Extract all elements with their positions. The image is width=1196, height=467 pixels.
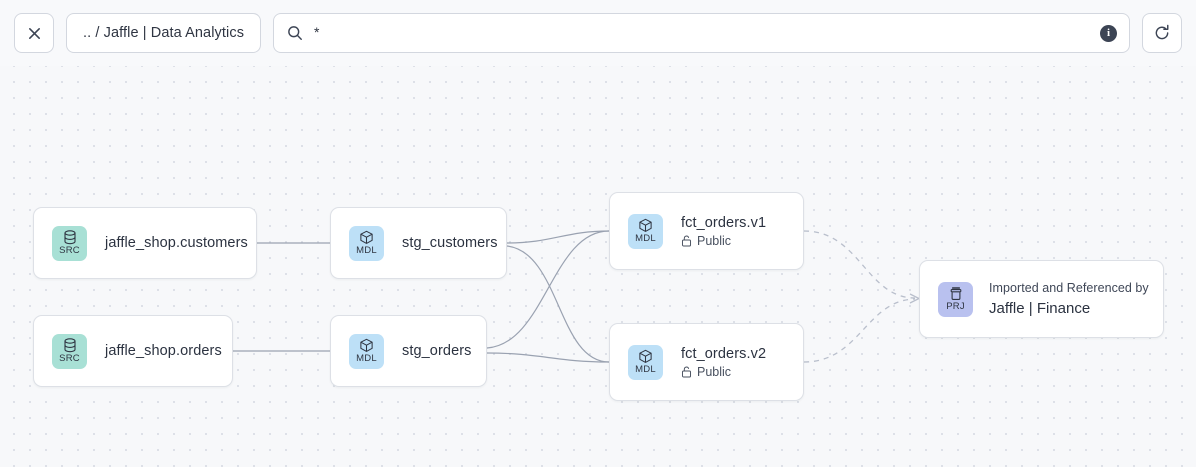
graph-node-stg-orders[interactable]: MDL stg_orders — [330, 315, 487, 387]
badge-kind-label: MDL — [635, 233, 656, 244]
refresh-icon — [1153, 24, 1171, 42]
model-badge: MDL — [628, 213, 663, 249]
breadcrumb: .. / Jaffle | Data Analytics — [83, 25, 245, 41]
search-field[interactable]: * i — [273, 13, 1130, 53]
node-body: fct_orders.v2 Public — [681, 346, 766, 379]
node-relation-label: Imported and Referenced by — [989, 281, 1149, 295]
node-body: stg_orders — [402, 343, 472, 359]
close-button[interactable] — [14, 13, 54, 53]
breadcrumb-button[interactable]: .. / Jaffle | Data Analytics — [66, 13, 262, 53]
unlock-icon — [681, 365, 692, 378]
info-icon[interactable]: i — [1100, 24, 1117, 42]
source-badge: SRC — [52, 333, 87, 369]
graph-node-jaffle-finance[interactable]: PRJ Imported and Referenced by Jaffle | … — [919, 260, 1164, 338]
badge-kind-label: MDL — [356, 353, 377, 364]
project-icon — [949, 286, 963, 301]
node-title: stg_orders — [402, 343, 472, 359]
node-body: jaffle_shop.orders — [105, 343, 222, 359]
node-visibility: Public — [681, 234, 766, 248]
cube-icon — [359, 230, 374, 245]
model-badge: MDL — [349, 333, 384, 369]
node-title: Jaffle | Finance — [989, 300, 1091, 317]
node-body: jaffle_shop.customers — [105, 235, 248, 251]
project-badge: PRJ — [938, 281, 973, 317]
node-body: fct_orders.v1 Public — [681, 215, 766, 248]
cube-icon — [638, 349, 653, 364]
edge-fct_orders_v2-jaffle_finance — [803, 298, 916, 363]
refresh-button[interactable] — [1142, 13, 1182, 53]
badge-kind-label: MDL — [635, 364, 656, 375]
node-body: stg_customers — [402, 235, 498, 251]
graph-node-jaffle-shop-orders[interactable]: SRC jaffle_shop.orders — [33, 315, 233, 387]
graph-node-jaffle-shop-customers[interactable]: SRC jaffle_shop.customers — [33, 207, 257, 279]
database-icon — [63, 338, 77, 353]
cube-icon — [359, 338, 374, 353]
badge-kind-label: PRJ — [946, 301, 965, 312]
badge-kind-label: SRC — [59, 353, 80, 364]
model-badge: MDL — [349, 225, 384, 261]
node-title: fct_orders.v2 — [681, 345, 767, 362]
graph-node-stg-customers[interactable]: MDL stg_customers — [330, 207, 507, 279]
edge-stg_customers-fct_orders_v2 — [506, 245, 610, 363]
search-input-value[interactable]: * — [314, 24, 320, 40]
node-visibility: Public — [681, 365, 766, 379]
graph-node-fct-orders-v2[interactable]: MDL fct_orders.v2 Public — [609, 323, 804, 401]
node-title: jaffle_shop.orders — [105, 343, 222, 359]
close-icon — [27, 26, 42, 41]
edge-stg_customers-fct_orders_v1 — [506, 230, 610, 244]
source-badge: SRC — [52, 225, 87, 261]
edge-stg_orders-fct_orders_v2 — [486, 352, 610, 363]
visibility-label: Public — [697, 233, 732, 248]
edge-fct_orders_v1-jaffle_finance — [803, 230, 916, 299]
cube-icon — [638, 218, 653, 233]
node-title: fct_orders.v1 — [681, 214, 767, 231]
node-title: stg_customers — [402, 235, 498, 251]
model-badge: MDL — [628, 344, 663, 380]
badge-kind-label: SRC — [59, 245, 80, 256]
search-icon — [287, 25, 303, 41]
badge-kind-label: MDL — [356, 245, 377, 256]
node-body: Imported and Referenced by Jaffle | Fina… — [989, 281, 1149, 317]
node-title: jaffle_shop.customers — [105, 235, 248, 251]
top-toolbar: .. / Jaffle | Data Analytics * i — [0, 0, 1196, 66]
edge-stg_orders-fct_orders_v1 — [486, 230, 610, 349]
visibility-label: Public — [697, 364, 732, 379]
unlock-icon — [681, 234, 692, 247]
graph-node-fct-orders-v1[interactable]: MDL fct_orders.v1 Public — [609, 192, 804, 270]
database-icon — [63, 230, 77, 245]
